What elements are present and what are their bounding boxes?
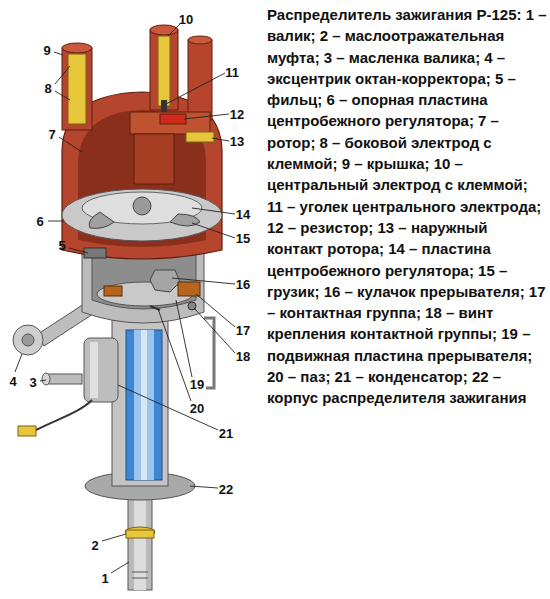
leader-line xyxy=(196,294,235,327)
side-electrode xyxy=(68,54,86,124)
housing-shank xyxy=(112,318,168,486)
callout-number: 3 xyxy=(29,376,36,389)
leader-lines xyxy=(15,24,235,573)
callout-number: 4 xyxy=(9,375,16,388)
inner-shaft-highlight xyxy=(141,330,147,480)
weight xyxy=(89,212,114,228)
callout-number: 13 xyxy=(230,135,244,148)
leader-line xyxy=(192,223,235,238)
callout-number: 11 xyxy=(225,66,239,79)
center-tower xyxy=(150,30,178,110)
contact-lead xyxy=(104,286,122,296)
callout-number: 17 xyxy=(236,324,250,337)
leader-line xyxy=(158,309,191,401)
callout-number: 22 xyxy=(219,483,233,496)
leader-line xyxy=(192,208,235,214)
leader-line xyxy=(59,137,82,152)
callout-number: 21 xyxy=(219,427,233,440)
shaft-body xyxy=(128,490,152,590)
leader-line xyxy=(69,248,88,253)
shaft-spline xyxy=(132,578,148,579)
rotor-contact xyxy=(186,132,214,142)
rotor xyxy=(130,112,214,184)
callout-number: 2 xyxy=(91,539,98,552)
callout-number: 1 xyxy=(101,572,108,585)
callout-number: 5 xyxy=(58,239,65,252)
leader-line xyxy=(48,221,64,222)
callout-number: 15 xyxy=(236,232,250,245)
shaft xyxy=(125,490,155,590)
leader-line xyxy=(102,534,126,541)
rotor-stem xyxy=(134,134,174,184)
support-plate xyxy=(62,189,222,241)
leader-line xyxy=(166,73,225,104)
breaker-cam xyxy=(150,270,180,292)
leader-line xyxy=(55,66,70,84)
callout-number: 14 xyxy=(236,208,250,221)
callout-number: 16 xyxy=(236,278,250,291)
side-tower-top xyxy=(188,36,212,44)
cap xyxy=(62,25,222,259)
callout-number: 12 xyxy=(230,108,244,121)
condenser-body xyxy=(84,338,118,402)
shaft-highlight xyxy=(134,495,146,590)
housing-cutaway xyxy=(126,330,162,480)
leader-line xyxy=(212,138,229,141)
caption-text: Распределитель зажигания Р-125: 1 – вали… xyxy=(267,4,547,409)
leader-line xyxy=(168,24,180,36)
oiler-body xyxy=(46,374,82,384)
contact-group xyxy=(178,282,200,296)
leader-line xyxy=(15,354,22,372)
oil-coupling xyxy=(125,527,155,537)
condenser-highlight xyxy=(90,342,98,398)
wire-terminal xyxy=(18,426,36,436)
regulator-hub xyxy=(133,197,151,215)
housing xyxy=(85,318,195,500)
oiler-cap xyxy=(42,373,50,385)
callout-number: 6 xyxy=(36,215,43,228)
oil-coupling-band xyxy=(126,530,154,538)
resistor xyxy=(160,114,186,124)
breaker xyxy=(97,270,200,310)
callout-number: 8 xyxy=(44,82,51,95)
callout-number: 19 xyxy=(190,378,204,391)
leader-line xyxy=(172,278,235,284)
leader-line xyxy=(54,52,63,55)
side-tower xyxy=(188,40,212,120)
leader-line xyxy=(118,385,218,430)
callout-number: 18 xyxy=(236,350,250,363)
octane-knob xyxy=(13,325,43,355)
carbon-brush xyxy=(161,100,167,112)
callout-number: 9 xyxy=(43,44,50,57)
leader-line xyxy=(111,562,129,573)
rotor-body xyxy=(130,112,210,134)
leader-line xyxy=(190,486,218,488)
shaft-spline xyxy=(132,572,148,573)
leader-line xyxy=(40,380,46,381)
oiler xyxy=(42,373,82,385)
leader-line xyxy=(55,91,70,100)
center-electrode xyxy=(158,36,170,106)
octane-knob-hub xyxy=(22,334,34,346)
callout-number: 7 xyxy=(48,128,55,141)
condenser-wire xyxy=(36,400,92,430)
callout-number: 20 xyxy=(190,402,204,415)
side-tower-top xyxy=(62,43,92,53)
side-tower xyxy=(62,48,92,130)
leader-line xyxy=(184,114,229,119)
leader-line xyxy=(194,308,235,353)
callout-number: 10 xyxy=(179,13,193,26)
regulator xyxy=(62,189,222,258)
inner-shaft xyxy=(134,330,154,480)
